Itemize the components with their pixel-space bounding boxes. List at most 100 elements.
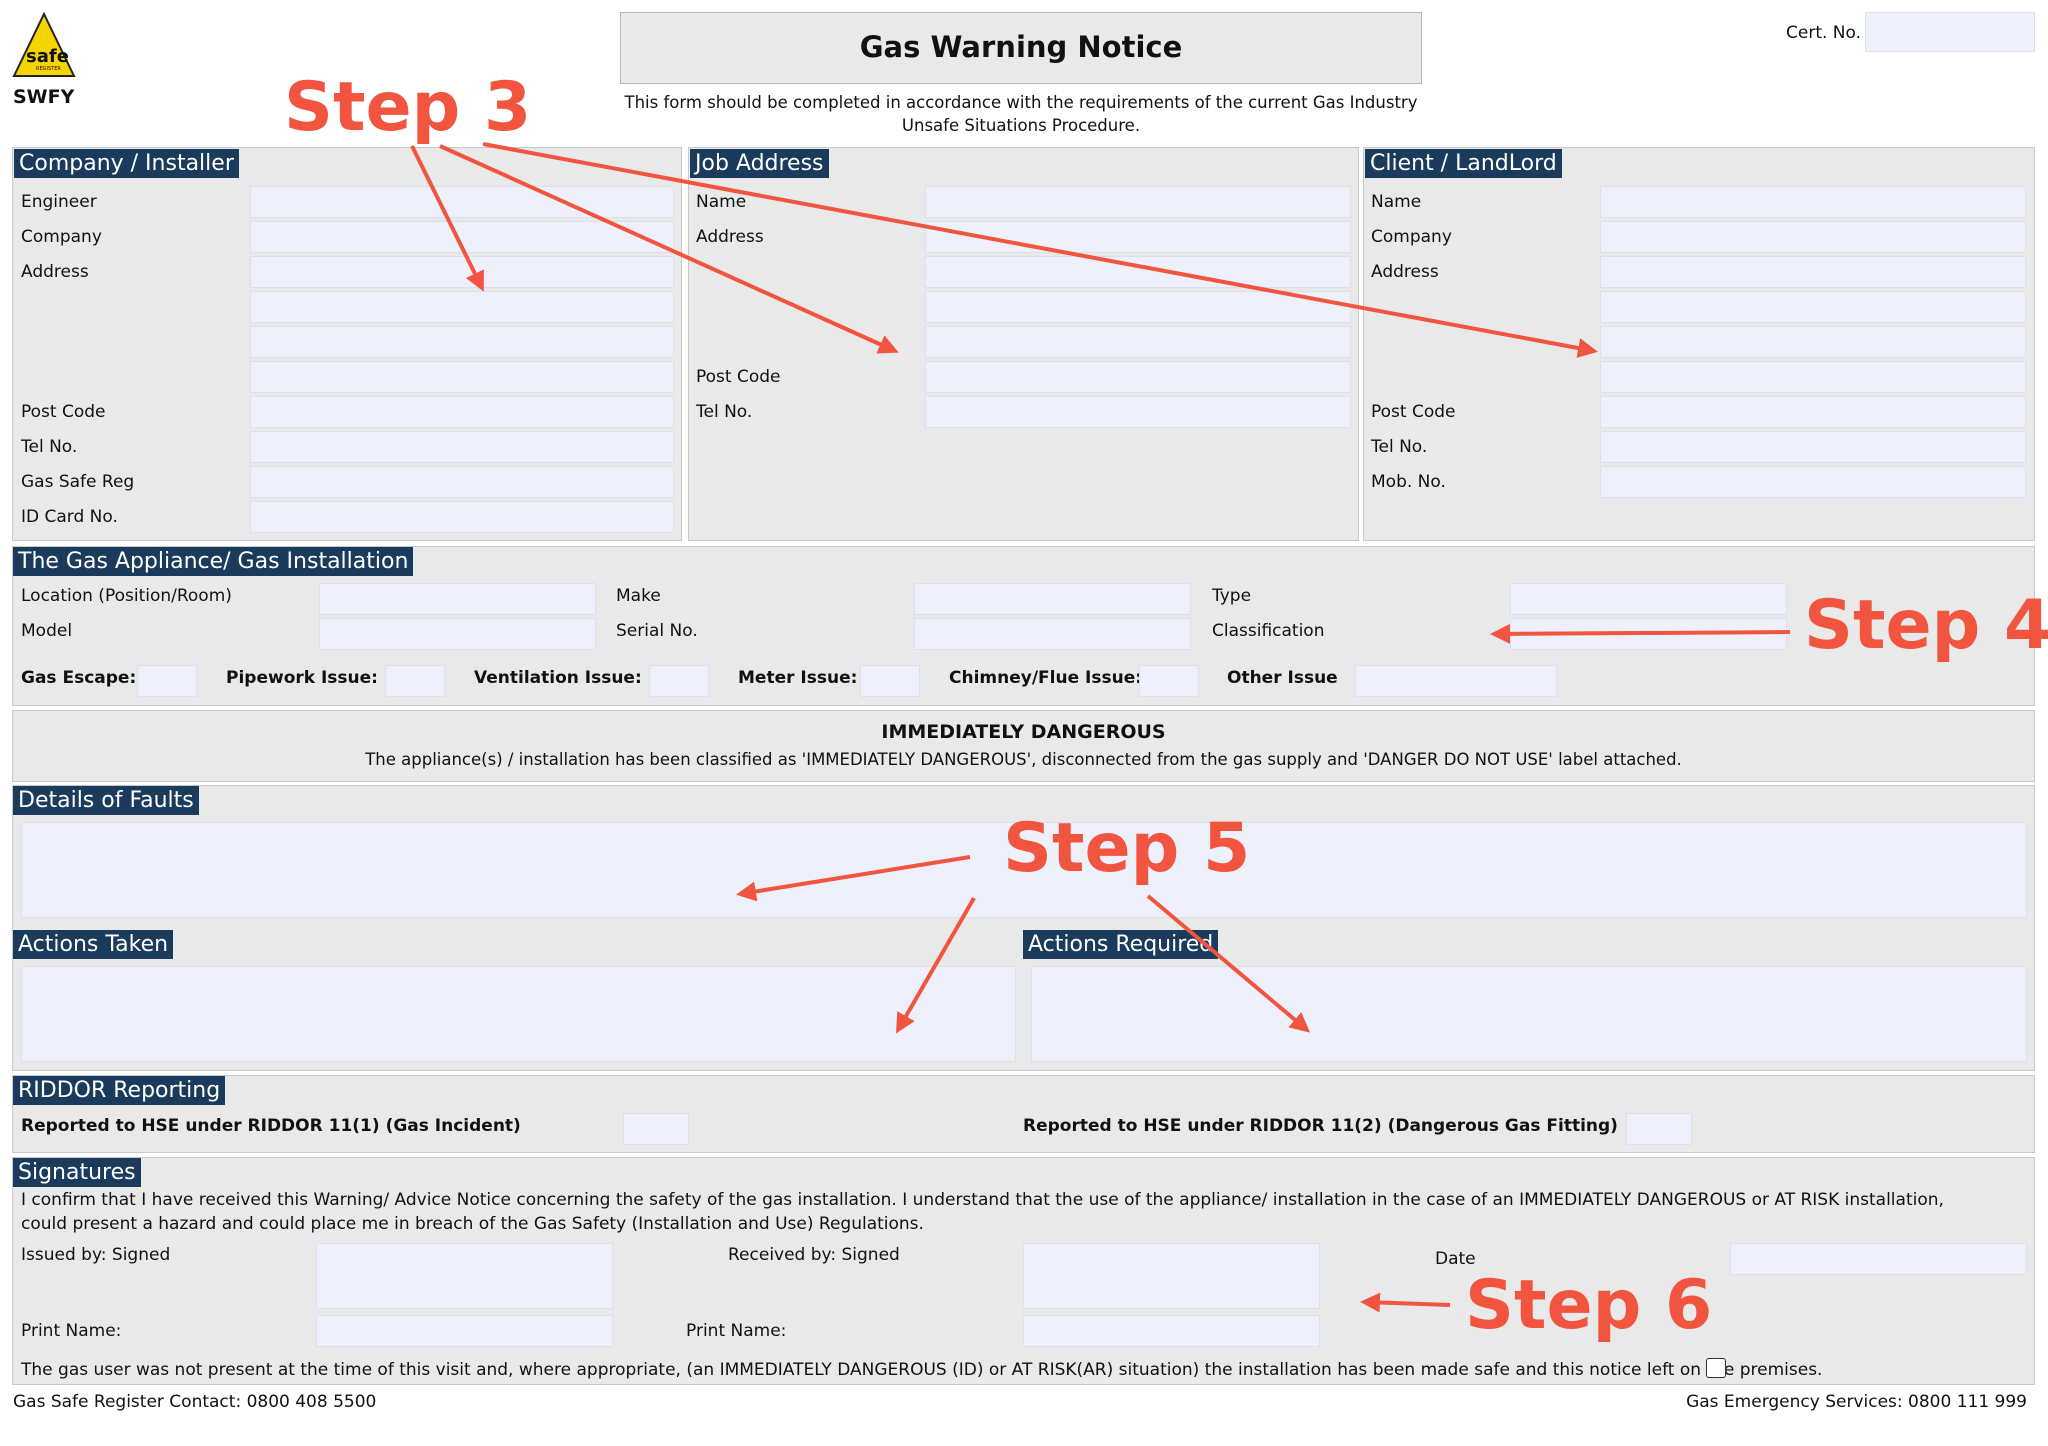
danger-title: IMMEDIATELY DANGEROUS <box>881 721 1166 743</box>
meter-label: Meter Issue: <box>738 668 858 688</box>
model-field[interactable] <box>319 618 596 650</box>
faults-section-title: Details of Faults <box>13 786 199 815</box>
engineer-label: Engineer <box>21 192 97 212</box>
gas-escape-field[interactable] <box>137 665 197 697</box>
company-address-label: Address <box>21 262 89 282</box>
client-tel-label: Tel No. <box>1371 437 1428 457</box>
id-card-label: ID Card No. <box>21 507 118 527</box>
client-name-label: Name <box>1371 192 1422 212</box>
date-field[interactable] <box>1730 1243 2027 1275</box>
actions-required-field[interactable] <box>1031 966 2027 1062</box>
client-mob-label: Mob. No. <box>1371 472 1446 492</box>
step-3-annotation: Step 3 <box>284 68 532 147</box>
client-section-title: Client / LandLord <box>1365 149 1562 178</box>
job-address-field-3[interactable] <box>925 291 1351 323</box>
other-issue-field[interactable] <box>1355 665 1557 697</box>
step-5-annotation: Step 5 <box>1003 809 1251 888</box>
gas-escape-label: Gas Escape: <box>21 668 137 688</box>
model-label: Model <box>21 621 73 641</box>
type-field[interactable] <box>1510 583 1787 615</box>
riddor-11-1-field[interactable] <box>623 1113 689 1145</box>
client-address-field-3[interactable] <box>1600 326 2026 358</box>
client-address-field-2[interactable] <box>1600 291 2026 323</box>
print-name-field-1[interactable] <box>316 1315 613 1347</box>
issued-by-label: Issued by: Signed <box>21 1245 171 1265</box>
footer-emergency: Gas Emergency Services: 0800 111 999 <box>1686 1392 2027 1412</box>
client-company-label: Company <box>1371 227 1452 247</box>
print-name-field-2[interactable] <box>1023 1315 1320 1347</box>
client-address-field-1[interactable] <box>1600 256 2026 288</box>
serial-field[interactable] <box>914 618 1191 650</box>
received-by-label: Received by: Signed <box>728 1245 900 1265</box>
client-tel-field[interactable] <box>1600 431 2026 463</box>
engineer-field[interactable] <box>250 186 674 218</box>
issued-by-signature-pad[interactable] <box>316 1243 613 1309</box>
job-address-label: Address <box>696 227 764 247</box>
company-post-code-field[interactable] <box>250 396 674 428</box>
job-name-field[interactable] <box>925 186 1351 218</box>
actions-required-title: Actions Required <box>1023 930 1219 959</box>
client-post-code-field[interactable] <box>1600 396 2026 428</box>
job-tel-field[interactable] <box>925 396 1351 428</box>
client-name-field[interactable] <box>1600 186 2026 218</box>
cert-no-label: Cert. No. <box>1786 23 1862 43</box>
print-name-label-2: Print Name: <box>686 1321 787 1341</box>
job-address-field-1[interactable] <box>925 221 1351 253</box>
title-box <box>620 12 1422 84</box>
classification-label: Classification <box>1212 621 1325 641</box>
job-address-field-2[interactable] <box>925 256 1351 288</box>
statement-line-1: I confirm that I have received this Warn… <box>21 1190 1944 1210</box>
client-mob-field[interactable] <box>1600 466 2026 498</box>
cert-no-field[interactable] <box>1865 12 2035 52</box>
ventilation-field[interactable] <box>649 665 709 697</box>
company-tel-field[interactable] <box>250 431 674 463</box>
gas-safe-logo: safe REGISTER <box>12 11 76 78</box>
company-address-field-2[interactable] <box>250 291 674 323</box>
gas-safe-reg-label: Gas Safe Reg <box>21 472 135 492</box>
logo-register-text: REGISTER <box>36 66 61 72</box>
org-code: SWFY <box>13 86 75 108</box>
actions-taken-title: Actions Taken <box>13 930 174 959</box>
company-address-field-3[interactable] <box>250 326 674 358</box>
type-label: Type <box>1212 586 1252 606</box>
step-6-annotation: Step 6 <box>1465 1266 1713 1345</box>
client-post-code-label: Post Code <box>1371 402 1456 422</box>
details-of-faults-field[interactable] <box>21 822 2027 918</box>
pipework-field[interactable] <box>385 665 445 697</box>
location-field[interactable] <box>319 583 596 615</box>
meter-field[interactable] <box>860 665 920 697</box>
pipework-label: Pipework Issue: <box>226 668 378 688</box>
ventilation-label: Ventilation Issue: <box>474 668 642 688</box>
company-address-field-1[interactable] <box>250 256 674 288</box>
not-present-checkbox[interactable] <box>1706 1358 1726 1378</box>
company-address-field-4[interactable] <box>250 361 674 393</box>
serial-label: Serial No. <box>616 621 698 641</box>
actions-taken-field[interactable] <box>21 966 1016 1062</box>
job-post-code-field[interactable] <box>925 361 1351 393</box>
appliance-section-title: The Gas Appliance/ Gas Installation <box>13 547 414 576</box>
riddor-11-2-field[interactable] <box>1626 1113 1692 1145</box>
job-address-field-4[interactable] <box>925 326 1351 358</box>
logo-brand-text: safe <box>26 46 69 67</box>
client-company-field[interactable] <box>1600 221 2026 253</box>
danger-text: The appliance(s) / installation has been… <box>365 750 1682 769</box>
riddor-panel <box>12 1075 2035 1153</box>
job-name-label: Name <box>696 192 747 212</box>
chimney-field[interactable] <box>1139 665 1199 697</box>
client-address-label: Address <box>1371 262 1439 282</box>
riddor-11-1-label: Reported to HSE under RIDDOR 11(1) (Gas … <box>21 1116 521 1136</box>
classification-field[interactable] <box>1510 618 1787 650</box>
id-card-field[interactable] <box>250 501 674 533</box>
company-field[interactable] <box>250 221 674 253</box>
location-label: Location (Position/Room) <box>21 586 232 606</box>
make-field[interactable] <box>914 583 1191 615</box>
footer-contact: Gas Safe Register Contact: 0800 408 5500 <box>13 1392 377 1412</box>
job-tel-label: Tel No. <box>696 402 753 422</box>
print-name-label-1: Print Name: <box>21 1321 122 1341</box>
company-section-title: Company / Installer <box>14 149 239 178</box>
job-address-section-title: Job Address <box>690 149 829 178</box>
client-address-field-4[interactable] <box>1600 361 2026 393</box>
gas-safe-reg-field[interactable] <box>250 466 674 498</box>
company-label: Company <box>21 227 102 247</box>
received-by-signature-pad[interactable] <box>1023 1243 1320 1309</box>
